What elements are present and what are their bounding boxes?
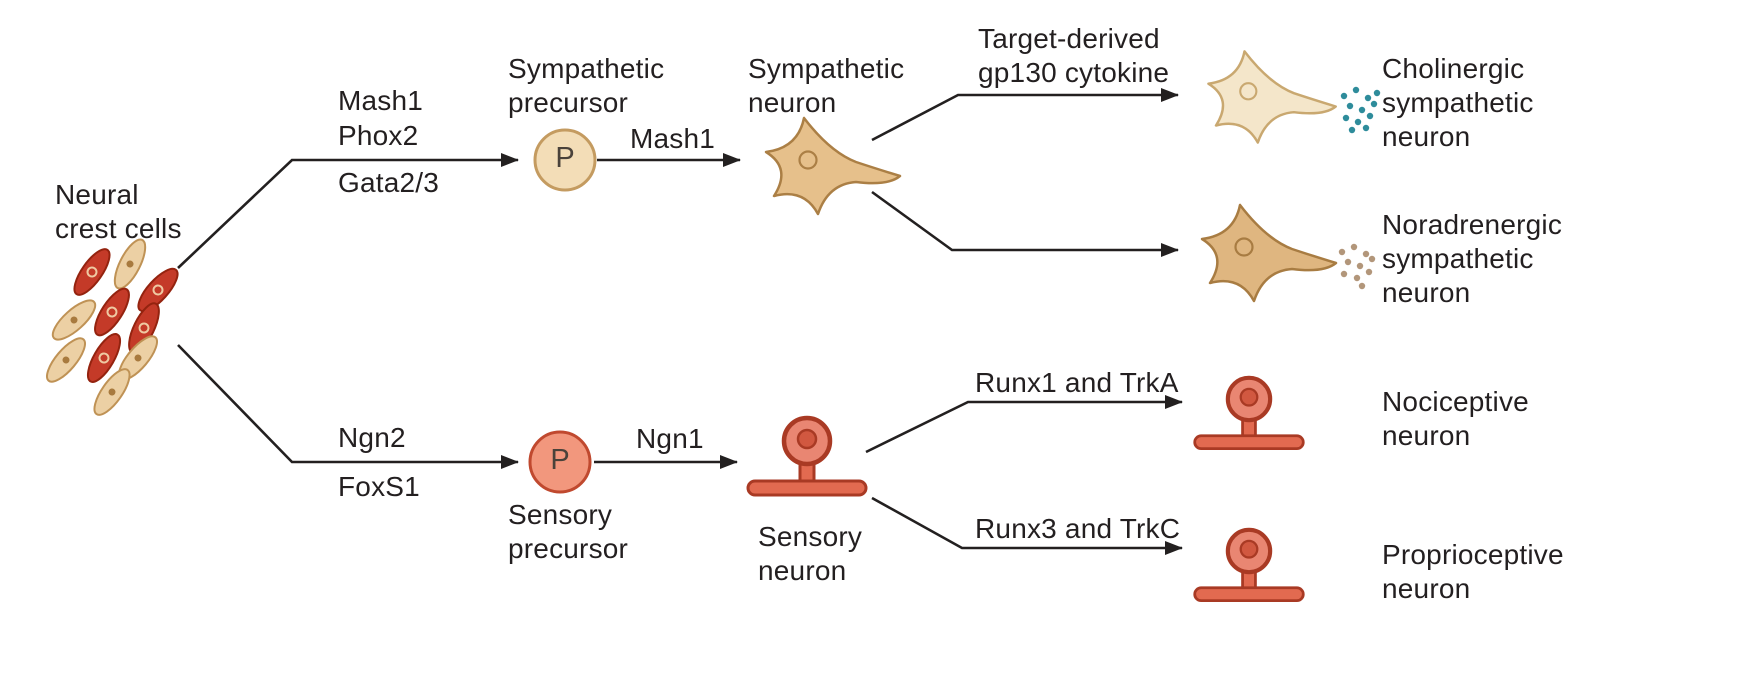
neurotransmitter-dot	[1346, 102, 1354, 110]
cholinergic-neuron-label: Cholinergic sympathetic neuron	[1382, 53, 1534, 152]
cell-nucleus	[98, 352, 110, 364]
cell-nucleus	[796, 428, 818, 450]
neurotransmitter-dot	[1365, 268, 1373, 276]
factor-ngn1-arrow-label: Ngn1	[636, 423, 704, 454]
factor-mash1-label: Mash1	[338, 85, 424, 116]
neurotransmitter-dot	[1370, 100, 1378, 108]
cell-nucleus	[106, 306, 118, 318]
neurotransmitter-dot	[1340, 92, 1348, 100]
neurotransmitter-dot	[1348, 126, 1356, 134]
noradrenergic-neuron-icon	[1200, 203, 1338, 303]
neural-crest-cell-red	[86, 333, 122, 383]
sympathetic-precursor-circle	[533, 128, 597, 192]
neurotransmitter-dot	[1358, 106, 1366, 114]
target-derived-cytokine-label: Target-derived gp130 cytokine	[978, 23, 1170, 88]
sympathetic-neuron-icon	[764, 116, 902, 216]
cell-nucleus	[1239, 387, 1259, 407]
sensory-precursor-label: Sensory precursor	[508, 499, 629, 564]
neurotransmitter-dot	[1352, 86, 1360, 94]
cell-nucleus	[1239, 539, 1259, 559]
factor-foxs1-label: FoxS1	[338, 471, 420, 502]
neurotransmitter-dot	[1338, 248, 1346, 256]
cell-nucleus	[138, 322, 150, 334]
neurotransmitter-dot	[1368, 255, 1376, 263]
cell-nucleus	[86, 266, 98, 278]
cell-nucleus	[1234, 237, 1254, 257]
cell-nucleus	[70, 316, 78, 324]
neural-crest-cell-tan	[51, 299, 97, 341]
noradrenergic-transmitter-dots	[1338, 243, 1376, 290]
sympathetic-neuron-label: Sympathetic neuron	[748, 53, 905, 118]
neural-crest-cluster	[46, 238, 179, 416]
cell-nucleus	[62, 356, 70, 364]
factor-phox2-label: Phox2	[338, 120, 419, 151]
neurotransmitter-dot	[1340, 270, 1348, 278]
neurotransmitter-dot	[1358, 282, 1366, 290]
neural-crest-cell-red	[137, 267, 179, 313]
neurotransmitter-dot	[1342, 114, 1350, 122]
neurotransmitter-dot	[1354, 118, 1362, 126]
arrow-crest-to-sensory-precursor	[177, 344, 519, 469]
proprioceptive-neuron-label: Proprioceptive neuron	[1382, 539, 1564, 604]
neural-crest-label: Neural crest cells	[55, 179, 182, 244]
neurotransmitter-dot	[1350, 243, 1358, 251]
cholinergic-neuron-icon	[1207, 50, 1337, 144]
cell-nucleus	[798, 150, 818, 170]
nociceptive-neuron-icon	[1193, 375, 1305, 451]
neural-crest-cell-tan	[46, 337, 86, 383]
neuron-bar	[1193, 586, 1305, 603]
factor-gata23-label: Gata2/3	[338, 167, 440, 198]
arrow-sensory-to-proprioceptive	[871, 496, 1183, 555]
arrow-sympathetic-to-cholinergic	[871, 88, 1179, 142]
neuron-bar	[1193, 434, 1305, 451]
sensory-neuron-label: Sensory neuron	[758, 521, 863, 586]
sympathetic-precursor-label: Sympathetic precursor	[508, 53, 665, 118]
sensory-neuron-icon	[746, 415, 868, 497]
cell-nucleus	[1239, 82, 1258, 101]
runx1-trka-arrow-label: Runx1 and TrkA	[975, 367, 1179, 398]
cell-nucleus	[108, 388, 116, 396]
runx3-trkc-arrow-label: Runx3 and TrkC	[975, 513, 1181, 544]
neurotransmitter-dot	[1362, 124, 1370, 132]
neurotransmitter-dot	[1362, 250, 1370, 258]
factor-ngn2-label: Ngn2	[338, 422, 406, 453]
neuron-bar	[746, 479, 868, 497]
sensory-precursor-circle	[528, 430, 592, 494]
noradrenergic-neuron-label: Noradrenergic sympathetic neuron	[1382, 209, 1563, 308]
cell-nucleus	[152, 284, 164, 296]
neurotransmitter-dot	[1364, 94, 1372, 102]
neurotransmitter-dot	[1344, 258, 1352, 266]
neural-crest-cell-tan	[113, 238, 147, 290]
cell-nucleus	[126, 260, 134, 268]
neurotransmitter-dot	[1366, 112, 1374, 120]
arrow-crest-to-sympathetic-precursor	[177, 153, 519, 269]
neurotransmitter-dot	[1353, 274, 1361, 282]
factor-mash1-arrow-label: Mash1	[630, 123, 716, 154]
cholinergic-transmitter-dots	[1340, 86, 1381, 134]
arrow-sensory-to-nociceptive	[865, 395, 1183, 454]
neural-crest-cell-red	[73, 248, 111, 296]
sympathetic-precursor-p: P	[555, 142, 575, 175]
neurotransmitter-dot	[1373, 89, 1381, 97]
proprioceptive-neuron-icon	[1193, 527, 1305, 603]
nociceptive-neuron-label: Nociceptive neuron	[1382, 386, 1529, 451]
sensory-precursor-p: P	[550, 444, 570, 477]
neural-crest-cell-tan	[93, 368, 131, 416]
arrow-sympathetic-to-noradrenergic	[871, 190, 1179, 257]
neural-crest-cell-red	[94, 287, 130, 337]
cell-nucleus	[134, 354, 142, 362]
neurotransmitter-dot	[1356, 262, 1364, 270]
